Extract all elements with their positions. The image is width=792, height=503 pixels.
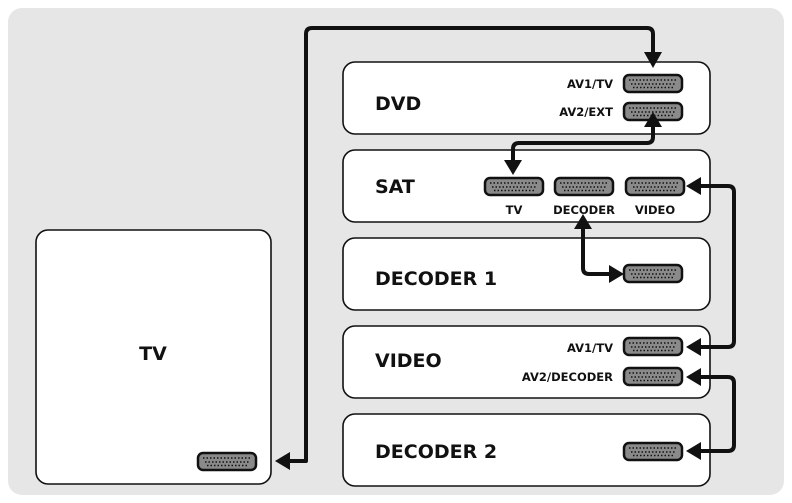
video-av2-scart-icon: [622, 366, 684, 387]
arrowhead-out-video-av2: [686, 368, 701, 386]
video-box: [342, 325, 711, 399]
cable-tv-to-dvd-av1: [290, 26, 655, 463]
decoder2-label: DECODER 2: [375, 441, 497, 463]
sat-decoder-scart-icon: [553, 176, 615, 197]
cable-video-av2-to-decoder2: [698, 375, 736, 453]
video-av1-scart-icon: [622, 336, 684, 357]
video-av2-port-label: AV2/DECODER: [522, 370, 613, 384]
video-label: VIDEO: [375, 350, 442, 372]
arrowhead-out-sat-decoder: [574, 214, 592, 229]
arrowhead-into-tv: [275, 452, 290, 470]
decoder2-scart-icon: [622, 441, 684, 462]
arrowhead-into-dvd-av1: [644, 52, 662, 68]
sat-video-scart-icon: [624, 176, 686, 197]
arrowhead-into-video-av1: [686, 338, 701, 356]
sat-video-port-label: VIDEO: [635, 203, 676, 217]
arrowhead-out-sat-video: [686, 177, 701, 195]
cable-dvd-av2-to-sat-tv: [511, 125, 655, 163]
tv-scart-icon: [196, 451, 258, 472]
dvd-label: DVD: [375, 93, 421, 115]
arrowhead-into-sat-tv: [504, 160, 522, 175]
sat-tv-scart-icon: [483, 176, 545, 197]
tv-label: TV: [139, 343, 167, 365]
arrowhead-out-dvd-av2: [644, 112, 662, 127]
cable-sat-decoder-to-decoder1: [581, 228, 611, 276]
decoder1-label: DECODER 1: [375, 268, 497, 290]
arrowhead-into-decoder2: [686, 442, 701, 460]
dvd-av2-port-label: AV2/EXT: [559, 105, 613, 119]
sat-decoder-port-label: DECODER: [553, 203, 615, 217]
sat-tv-port-label: TV: [506, 203, 523, 217]
decoder1-box: [342, 237, 711, 311]
arrowheads: [275, 52, 701, 470]
decoder1-scart-icon: [622, 263, 684, 284]
arrowhead-into-decoder1: [609, 265, 624, 283]
dvd-box: [342, 61, 711, 135]
tv-box: [35, 229, 272, 485]
cable-sat-video-to-video-av1: [698, 184, 736, 349]
dvd-av1-port-label: AV1/TV: [567, 77, 613, 91]
dvd-av1-scart-icon: [622, 73, 684, 94]
sat-label: SAT: [375, 176, 415, 198]
video-av1-port-label: AV1/TV: [567, 341, 613, 355]
